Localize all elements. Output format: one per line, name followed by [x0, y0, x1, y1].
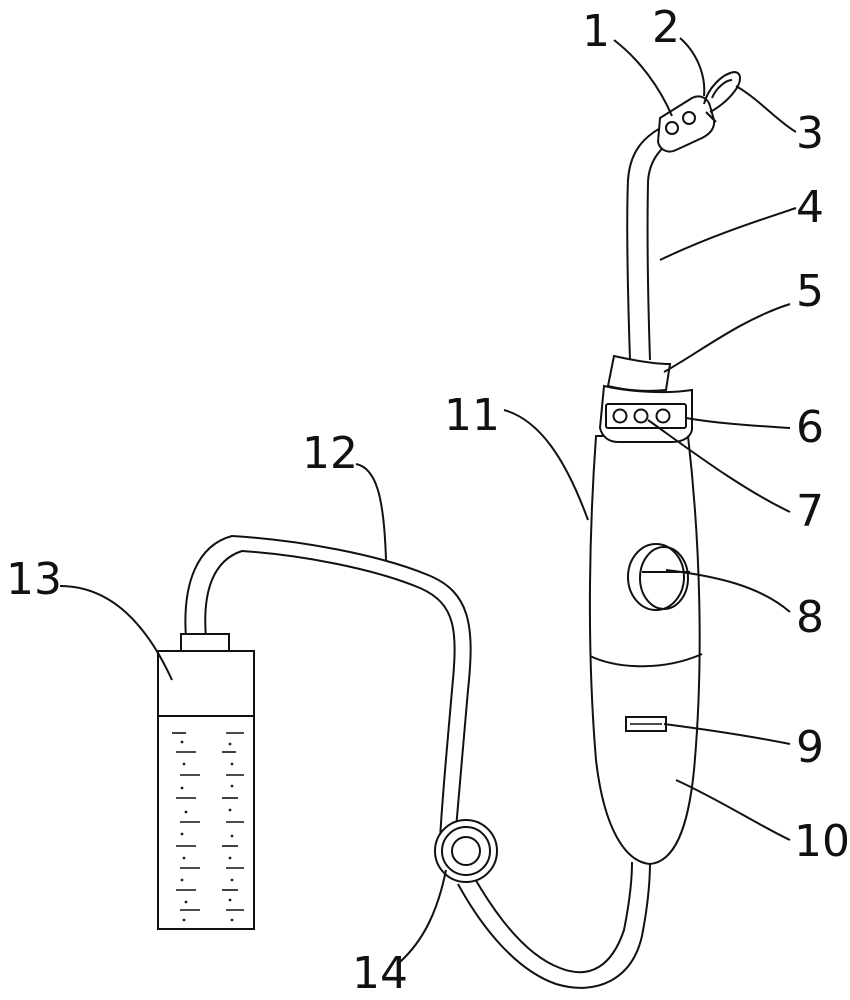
label-11: 11	[444, 390, 500, 441]
leader-lines	[59, 37, 797, 963]
label-7: 7	[796, 486, 824, 537]
nozzle-collar	[606, 354, 672, 392]
control-knob	[627, 543, 690, 611]
label-3: 3	[796, 108, 824, 159]
water-bottle	[157, 633, 255, 930]
nozzle	[626, 70, 741, 361]
label-12: 12	[302, 428, 358, 479]
label-14: 14	[352, 948, 408, 999]
label-2: 2	[652, 2, 680, 53]
part-numbers: 1 2 3 4 5 6 7 8 9 10 11 12 13 14	[6, 2, 850, 999]
water-level-marks	[172, 732, 244, 922]
label-1: 1	[582, 6, 610, 57]
label-10: 10	[794, 816, 850, 867]
label-4: 4	[796, 182, 824, 233]
switch-slot	[625, 716, 667, 732]
label-13: 13	[6, 554, 62, 605]
inline-pump	[434, 819, 498, 883]
hose	[184, 534, 651, 989]
label-6: 6	[796, 402, 824, 453]
handle	[588, 384, 703, 866]
label-9: 9	[796, 722, 824, 773]
label-5: 5	[796, 266, 824, 317]
label-8: 8	[796, 592, 824, 643]
